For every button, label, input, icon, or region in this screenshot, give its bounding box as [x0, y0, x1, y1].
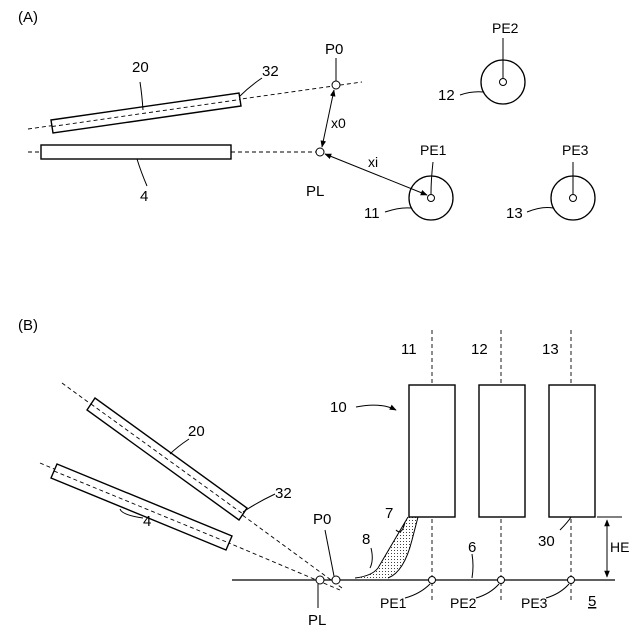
label-pe1: PE1	[380, 595, 407, 611]
leader-p0	[325, 530, 334, 576]
label-5: 5	[588, 593, 596, 610]
point-pe2	[500, 79, 507, 86]
point-pe1	[428, 195, 435, 202]
label-8: 8	[362, 531, 370, 548]
leader-20	[170, 439, 189, 454]
leader-pe3	[546, 584, 569, 598]
point-pl	[316, 576, 324, 584]
label-13: 13	[542, 341, 559, 358]
label-4: 4	[143, 513, 151, 530]
label-13: 13	[506, 205, 523, 222]
label-10: 10	[330, 399, 347, 416]
label-7: 7	[385, 505, 393, 522]
label-11: 11	[401, 341, 417, 358]
point-p0	[332, 81, 340, 89]
leader-8	[370, 548, 372, 568]
leader-10-arrow	[356, 405, 396, 410]
point-p0	[332, 576, 340, 584]
leader-6	[472, 554, 473, 578]
label-pe2: PE2	[492, 20, 519, 36]
point-pe2	[498, 577, 505, 584]
label-pl: PL	[308, 612, 326, 629]
leader-20	[140, 82, 143, 110]
label-20: 20	[188, 423, 205, 440]
leader-30	[560, 517, 571, 530]
label-pl: PL	[306, 183, 324, 200]
label-xi: xi	[368, 154, 378, 170]
label-x0: x0	[331, 115, 346, 131]
panel-a-label: (A)	[18, 9, 38, 26]
leader-4	[137, 159, 147, 186]
leader-pe1	[405, 584, 430, 598]
label-p0: P0	[325, 41, 343, 58]
label-12: 12	[471, 341, 488, 358]
label-6: 6	[468, 539, 476, 556]
label-pe2: PE2	[450, 595, 477, 611]
leader-11	[385, 208, 411, 212]
point-pl	[316, 148, 324, 156]
panel-b-label: (B)	[18, 317, 38, 334]
label-20: 20	[132, 59, 149, 76]
point-pe1	[429, 577, 436, 584]
label-11: 11	[364, 205, 380, 222]
label-pe3: PE3	[562, 142, 589, 158]
label-32: 32	[275, 485, 292, 502]
member-4-bar	[41, 145, 231, 159]
label-12: 12	[438, 87, 455, 104]
leader-32	[243, 494, 275, 512]
panel-a: (A) 20 32 4	[18, 9, 595, 222]
electrode-13-body	[549, 385, 595, 517]
label-he: HE	[610, 539, 629, 555]
label-4: 4	[140, 188, 148, 205]
member-20-centerline	[52, 100, 240, 127]
leader-12	[460, 92, 483, 95]
point-pe3	[568, 577, 575, 584]
label-30: 30	[538, 533, 555, 550]
panel-b: (B)	[18, 317, 629, 629]
electrode-12-body	[479, 385, 525, 517]
leader-pe1	[431, 162, 433, 194]
leader-13	[527, 208, 553, 213]
label-pe3: PE3	[521, 595, 548, 611]
leader-32	[240, 78, 262, 96]
label-pe1: PE1	[420, 142, 447, 158]
label-32: 32	[262, 63, 279, 80]
point-pe3	[570, 195, 577, 202]
electrode-11-body	[409, 385, 455, 517]
leader-pe2	[476, 584, 499, 598]
label-p0: P0	[313, 511, 331, 528]
